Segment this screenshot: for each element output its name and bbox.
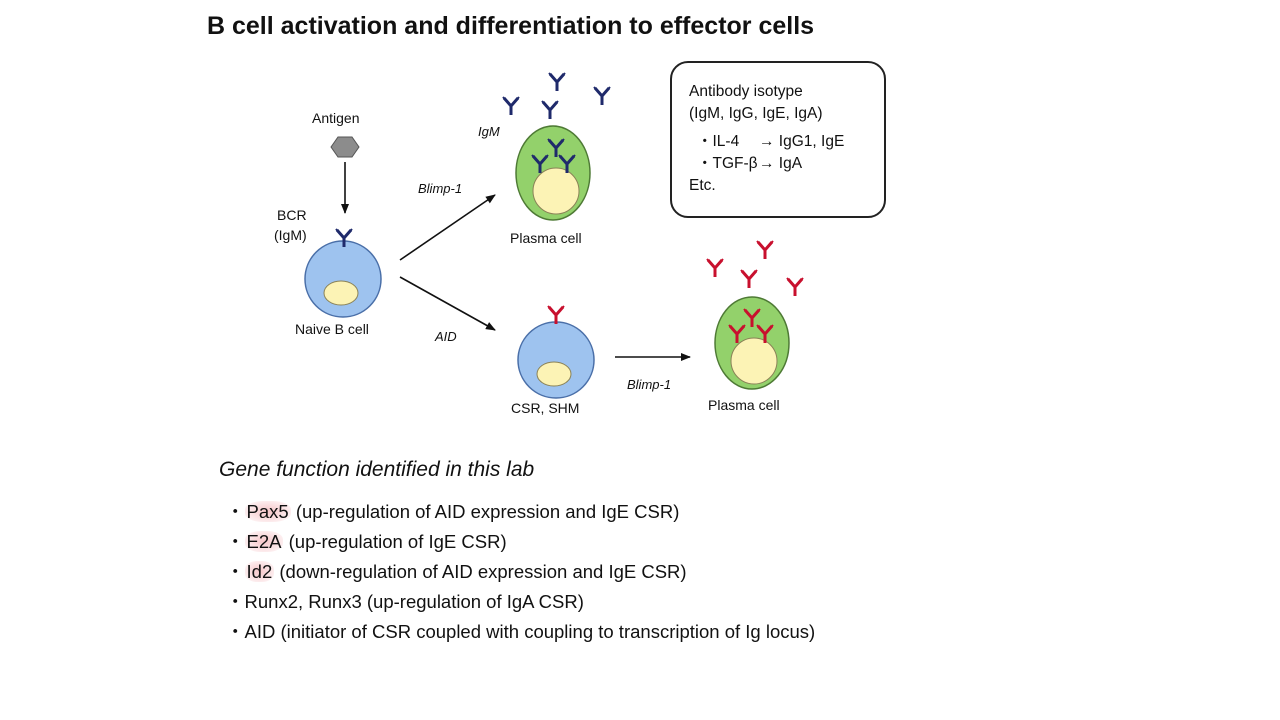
bullet: ・ — [226, 501, 245, 522]
gene-name-highlight: E2A — [244, 531, 284, 552]
bullet: ・ — [226, 591, 245, 612]
isotype-box-list: (IgM, IgG, IgE, IgA) — [689, 105, 823, 122]
gene-name: Runx2, Runx3 — [244, 591, 362, 612]
bcr-label: BCR — [277, 207, 307, 223]
plasma-cell-bottom — [714, 296, 790, 390]
isotype-rule-il4: ・IL-4 → IgG1, IgE — [689, 131, 884, 153]
isotype-rule-factor: ・TGF-β — [697, 155, 758, 172]
switched-antibody-icon — [705, 257, 725, 279]
gene-section-title: Gene function identified in this lab — [219, 458, 535, 481]
gene-description: (up-regulation of IgE CSR) — [283, 531, 507, 552]
csr-b-cell — [517, 321, 595, 399]
aid-label: AID — [435, 329, 457, 344]
bullet: ・ — [226, 621, 245, 642]
igm-antibody-icon — [592, 85, 612, 107]
bullet: ・ — [226, 561, 245, 582]
gene-name: AID — [244, 621, 276, 642]
arrow-to-csr-cell — [399, 276, 496, 331]
gene-item-pax5: ・Pax5 (up-regulation of AID expression a… — [226, 499, 815, 529]
gene-item-runx: ・Runx2, Runx3 (up-regulation of IgA CSR) — [226, 589, 815, 619]
antigen-icon — [330, 136, 360, 158]
gene-item-e2a: ・E2A (up-regulation of IgE CSR) — [226, 529, 815, 559]
gene-item-id2: ・Id2 (down-regulation of AID expression … — [226, 559, 815, 589]
gene-name-highlight: Pax5 — [244, 501, 291, 522]
isotype-rule-factor: ・IL-4 — [697, 133, 740, 150]
gene-description: (down-regulation of AID expression and I… — [274, 561, 687, 582]
gene-description: (up-regulation of AID expression and IgE… — [290, 501, 680, 522]
switched-antibody-icon — [755, 239, 775, 261]
plasma-cell-top-label: Plasma cell — [510, 230, 582, 246]
plasma-cell-top — [515, 125, 591, 221]
isotype-rule-tgfb: ・TGF-β→ IgA — [689, 153, 884, 175]
naive-b-cell — [304, 240, 382, 318]
gene-name-highlight: Id2 — [244, 561, 275, 582]
igm-antibody-icon — [540, 99, 560, 121]
plasma-cell-bottom-label: Plasma cell — [708, 397, 780, 413]
naive-b-cell-label: Naive B cell — [295, 321, 369, 337]
gene-description: (up-regulation of IgA CSR) — [361, 591, 584, 612]
switched-antibody-icon — [785, 276, 805, 298]
arrow-to-plasma-cell-top — [399, 194, 496, 261]
slide-title: B cell activation and differentiation to… — [207, 12, 815, 40]
antigen-label: Antigen — [312, 110, 360, 126]
csr-shm-label: CSR, SHM — [511, 400, 580, 416]
igm-antibody-icon — [547, 71, 567, 93]
gene-description: (initiator of CSR coupled with coupling … — [275, 621, 816, 642]
bullet: ・ — [226, 531, 245, 552]
igm-label: IgM — [478, 124, 500, 139]
isotype-rule-result: → IgG1, IgE — [759, 133, 845, 150]
switched-antibody-icon — [546, 304, 566, 326]
isotype-box-title: Antibody isotype — [689, 83, 803, 100]
gene-item-aid: ・AID (initiator of CSR coupled with coup… — [226, 619, 815, 649]
isotype-rule-result: → IgA — [759, 155, 803, 172]
igm-antibody-icon — [501, 95, 521, 117]
switched-antibody-icon — [739, 268, 759, 290]
isotype-box-etc: Etc. — [689, 177, 716, 194]
blimp1-top-label: Blimp-1 — [418, 181, 463, 196]
blimp1-bottom-label: Blimp-1 — [627, 377, 672, 392]
antibody-isotype-box: Antibody isotype (IgM, IgG, IgE, IgA) ・I… — [670, 61, 886, 218]
bcr-isotype-label: (IgM) — [274, 227, 307, 243]
gene-function-list: ・Pax5 (up-regulation of AID expression a… — [226, 499, 815, 649]
